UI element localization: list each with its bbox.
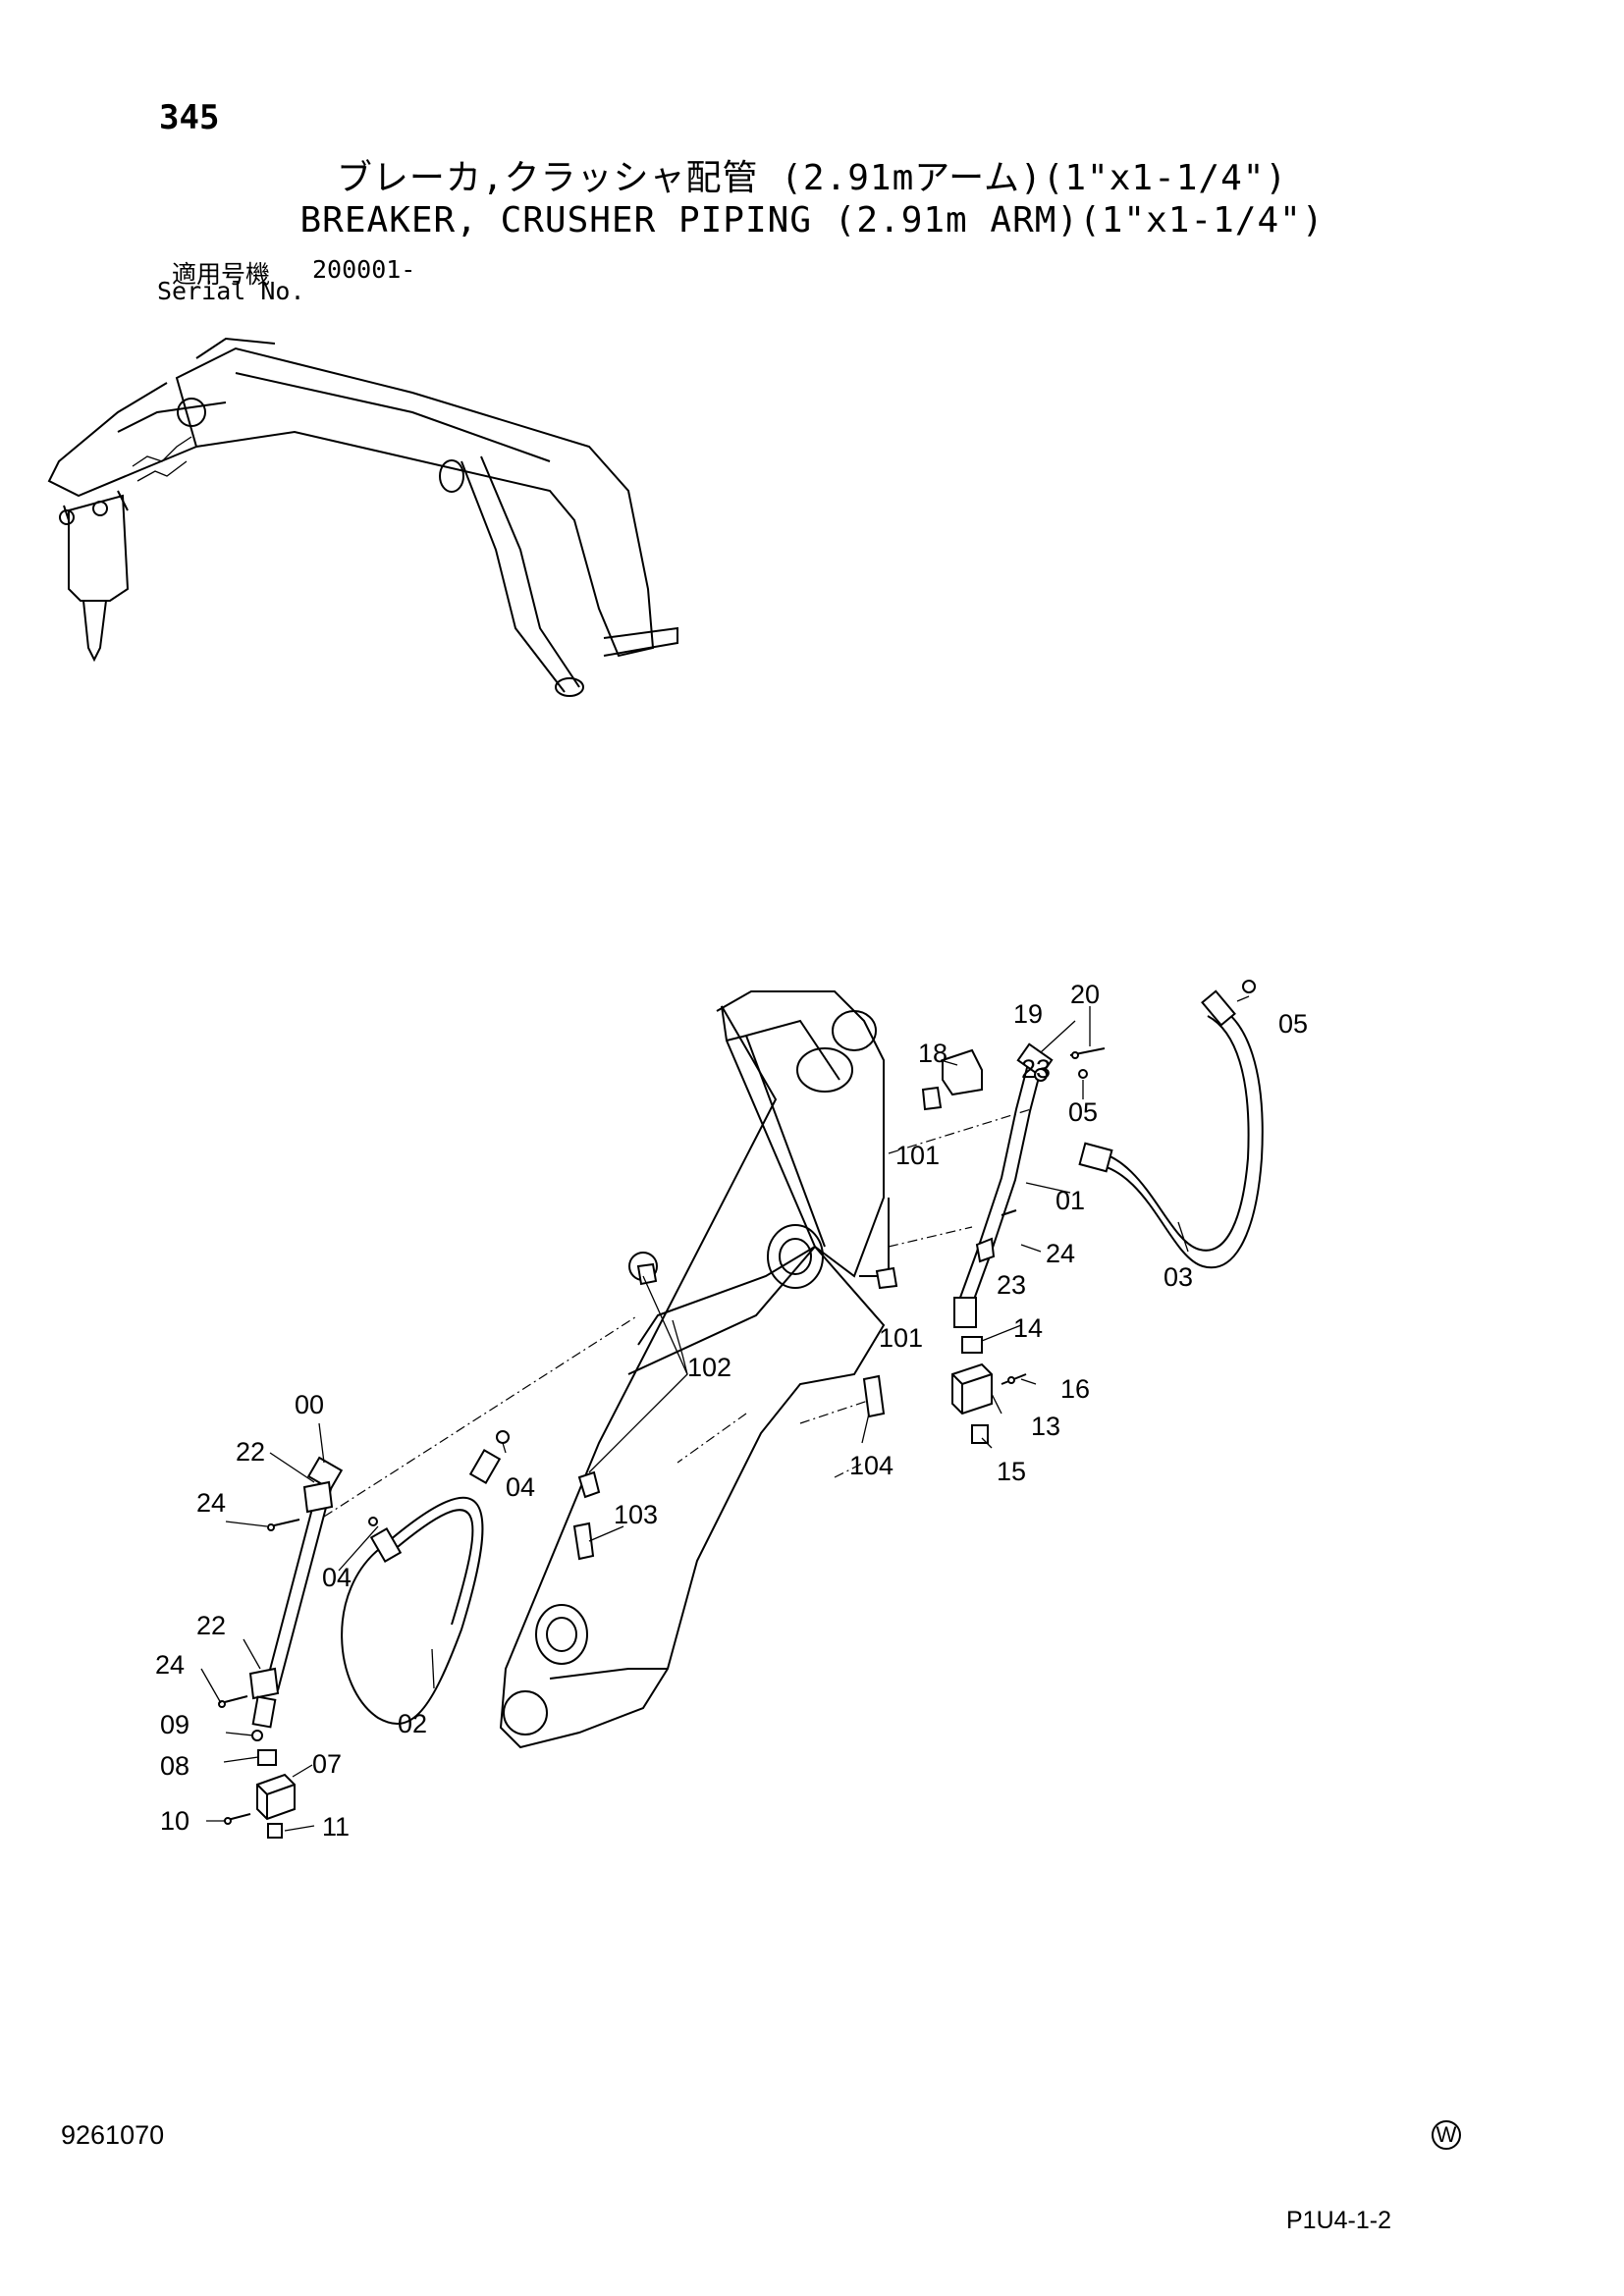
- document-code: 9261070: [61, 2120, 165, 2150]
- callout-05: 05: [1278, 1009, 1308, 1039]
- serial-label-english: Serial No.: [157, 277, 305, 305]
- callout-labels: 20 19 05 18 23 05 101 01 24 23 03 101 14…: [155, 980, 1308, 1842]
- overview-sketch: [47, 337, 678, 697]
- callout-04: 04: [506, 1472, 535, 1502]
- callout-23: 23: [1021, 1054, 1051, 1084]
- callout-24: 24: [1046, 1239, 1075, 1268]
- arm-body: [499, 990, 890, 1749]
- callout-13: 13: [1031, 1412, 1060, 1441]
- callout-02: 02: [398, 1709, 427, 1738]
- callout-07: 07: [312, 1749, 342, 1779]
- callout-15: 15: [997, 1457, 1026, 1486]
- callout-01: 01: [1056, 1186, 1085, 1215]
- callout-16: 16: [1060, 1374, 1090, 1404]
- callout-22: 22: [196, 1611, 226, 1640]
- callout-20: 20: [1070, 980, 1100, 1009]
- callout-103: 103: [614, 1500, 658, 1529]
- leader-lines: [200, 995, 1250, 1832]
- callout-24: 24: [196, 1488, 226, 1518]
- callout-05: 05: [1068, 1097, 1098, 1127]
- serial-label-japanese: 適用号機: [172, 260, 271, 289]
- callout-104: 104: [849, 1451, 893, 1480]
- callout-19: 19: [1013, 999, 1043, 1029]
- callout-04: 04: [322, 1563, 352, 1592]
- reference-lines: [323, 1108, 1032, 1518]
- left-piping-group: [218, 1262, 658, 1839]
- callout-03: 03: [1164, 1262, 1193, 1292]
- callout-24: 24: [155, 1650, 185, 1680]
- callout-10: 10: [160, 1806, 189, 1836]
- serial-number-value: 200001-: [312, 255, 416, 284]
- callout-09: 09: [160, 1710, 189, 1739]
- callout-08: 08: [160, 1751, 189, 1781]
- callout-102: 102: [687, 1353, 731, 1382]
- title-japanese: ブレーカ,クラッシャ配管 (2.91mアーム)(1"x1-1/4"): [336, 158, 1288, 198]
- watermark-w-icon: W: [1432, 2120, 1461, 2150]
- right-piping-group: [862, 980, 1264, 1444]
- callout-14: 14: [1013, 1313, 1043, 1343]
- callout-101: 101: [895, 1141, 940, 1170]
- title-english: BREAKER, CRUSHER PIPING (2.91m ARM)(1"x1…: [299, 200, 1325, 240]
- page-number: 345: [159, 98, 220, 137]
- callout-22: 22: [236, 1437, 265, 1467]
- callout-11: 11: [322, 1812, 350, 1842]
- callout-00: 00: [295, 1390, 324, 1419]
- callout-18: 18: [918, 1039, 947, 1068]
- callout-101: 101: [879, 1323, 923, 1353]
- callout-23: 23: [997, 1270, 1026, 1300]
- sheet-code: P1U4-1-2: [1286, 2207, 1391, 2234]
